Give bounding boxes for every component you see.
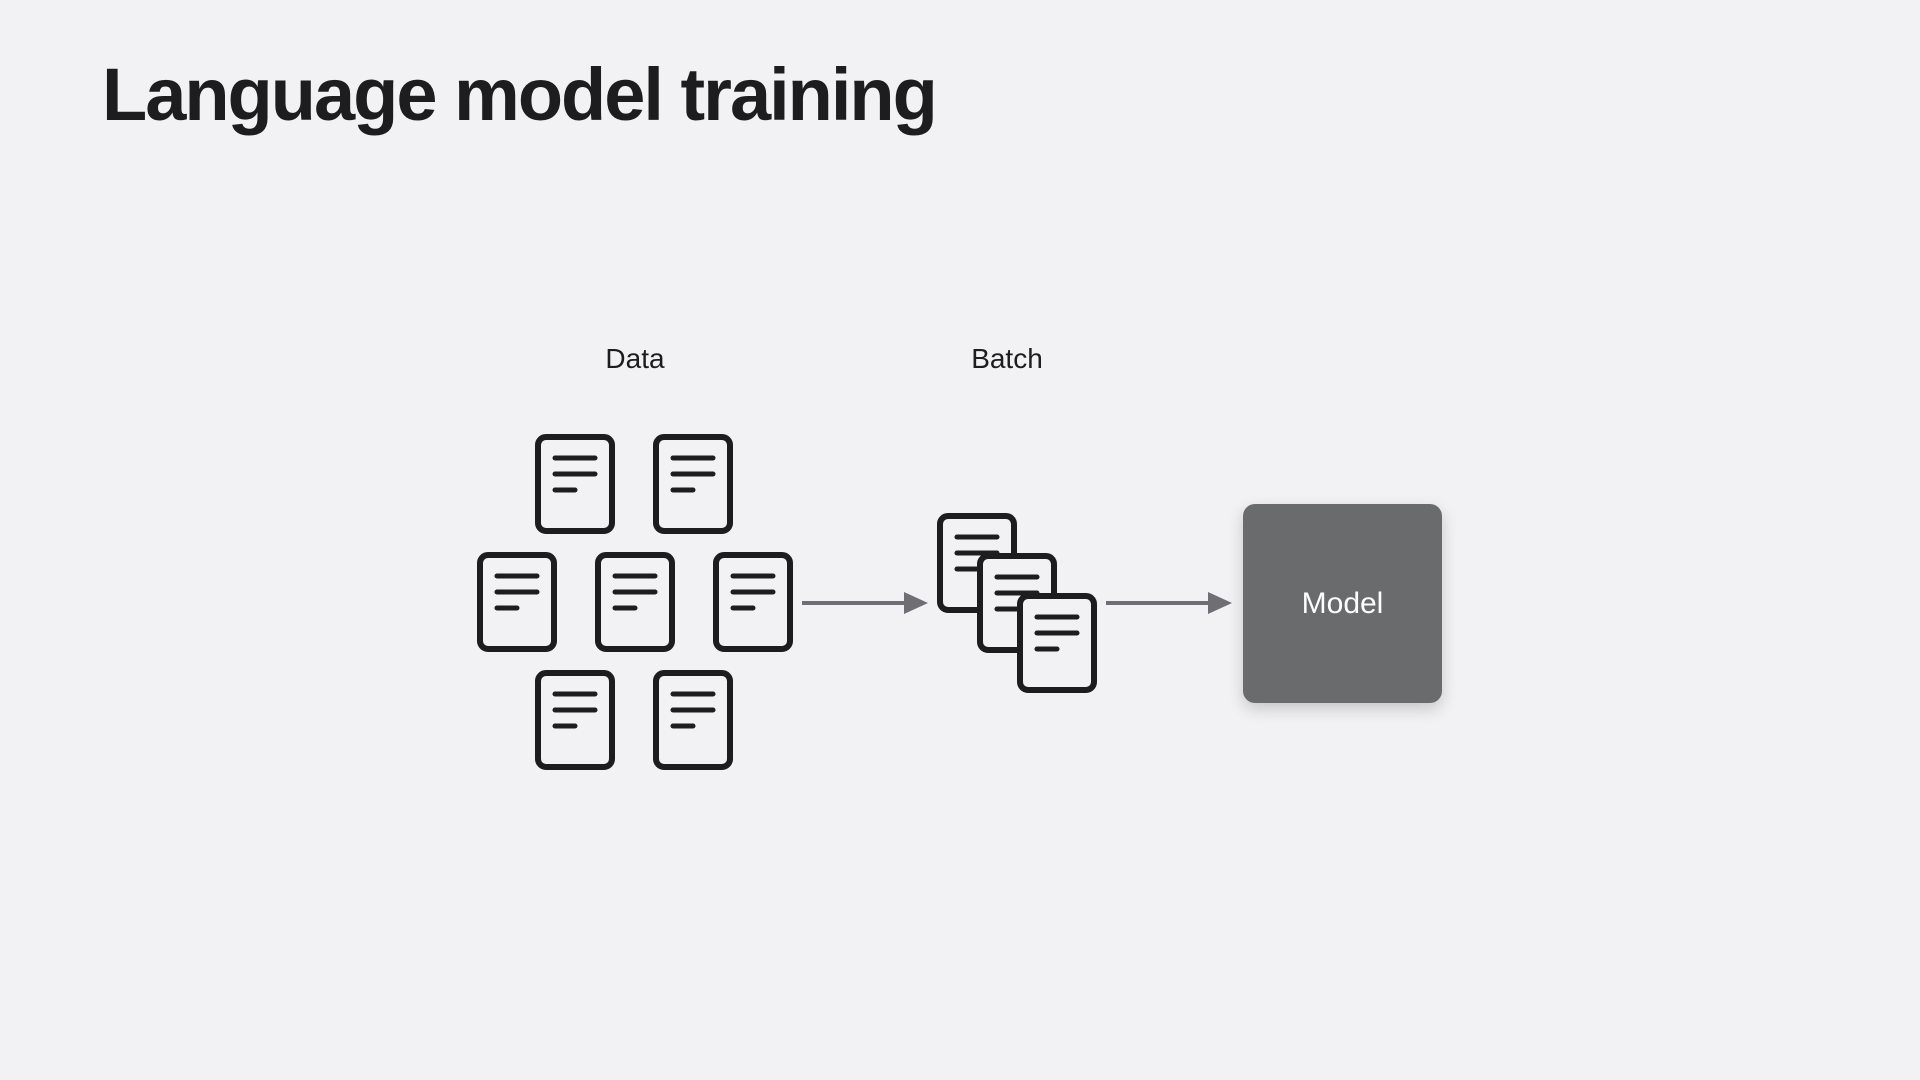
document-icon [477, 552, 557, 652]
document-icon [535, 670, 615, 770]
data-label: Data [605, 343, 665, 374]
document-icon [653, 434, 733, 534]
model-label: Model [1301, 586, 1384, 620]
document-icon [535, 434, 615, 534]
arrow-right-icon [1104, 588, 1234, 618]
document-icon [653, 670, 733, 770]
document-icon [1017, 593, 1097, 693]
batch-label: Batch [971, 343, 1043, 374]
document-icon [713, 552, 793, 652]
model-box: Model [1243, 504, 1442, 703]
slide-title: Language model training [102, 53, 938, 136]
arrow-right-icon [800, 588, 930, 618]
document-icon [595, 552, 675, 652]
